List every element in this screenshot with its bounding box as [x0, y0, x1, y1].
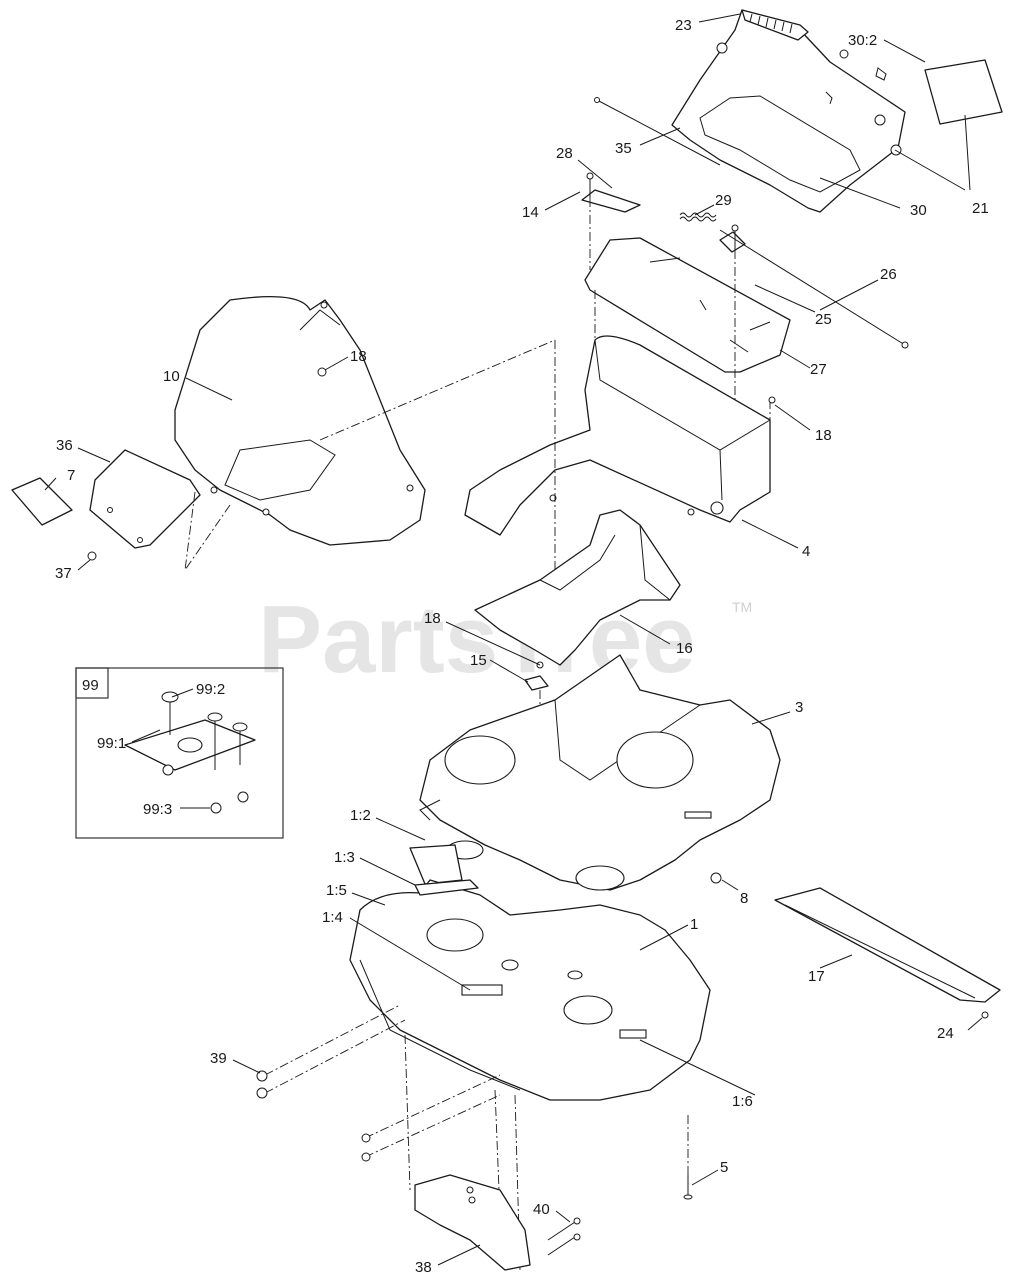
callout-3: 3 — [795, 699, 803, 716]
part-rail-17 — [774, 887, 1001, 1003]
callout-17: 17 — [808, 968, 825, 985]
callout-36: 36 — [56, 437, 73, 454]
callout-18-top: 18 — [350, 348, 367, 365]
part-deflector-1-2 — [409, 844, 463, 885]
callout-24: 24 — [937, 1025, 954, 1042]
watermark-trademark: TM — [732, 599, 752, 615]
part-spring-29 — [679, 212, 717, 222]
part-bracket-38 — [414, 1174, 531, 1271]
part-nut-8 — [710, 872, 722, 884]
part-screw-18-right — [768, 396, 776, 404]
callout-28: 28 — [556, 145, 573, 162]
part-rod-26 — [719, 229, 909, 349]
callout-10: 10 — [163, 368, 180, 385]
callout-1: 1 — [690, 916, 698, 933]
callout-8: 8 — [740, 890, 748, 907]
callout-1-4: 1:4 — [322, 909, 343, 926]
callout-1-6: 1:6 — [732, 1093, 753, 1110]
part-screw-37 — [87, 551, 97, 561]
callout-27: 27 — [810, 361, 827, 378]
part-bolt-40 — [547, 1217, 581, 1256]
part-plate-27 — [584, 237, 791, 373]
part-bolt-5 — [683, 1175, 693, 1200]
part-bracket-14 — [581, 172, 746, 253]
part-screw-18-top — [317, 367, 327, 377]
callout-5: 5 — [720, 1159, 728, 1176]
callout-16: 16 — [676, 640, 693, 657]
part-panel-36 — [89, 449, 201, 549]
part-frame-3 — [419, 654, 781, 891]
part-control-tower-4 — [464, 335, 771, 536]
part-bolt-39 — [256, 1070, 371, 1162]
part-screw-24 — [981, 1011, 989, 1019]
part-deck-1 — [349, 879, 711, 1101]
callout-21: 21 — [972, 200, 989, 217]
callout-29: 29 — [715, 192, 732, 209]
callout-40: 40 — [533, 1201, 550, 1218]
callout-30: 30 — [910, 202, 927, 219]
callout-30-2: 30:2 — [848, 32, 877, 49]
callout-26: 26 — [880, 266, 897, 283]
callout-39: 39 — [210, 1050, 227, 1067]
callout-18-right: 18 — [815, 427, 832, 444]
part-clip-15 — [524, 675, 549, 691]
callout-1-3: 1:3 — [334, 849, 355, 866]
callout-25: 25 — [815, 311, 832, 328]
inset-label-99: 99 — [82, 677, 99, 694]
inset-callout-99-1: 99:1 — [97, 735, 126, 752]
inset-callout-99-3: 99:3 — [143, 801, 172, 818]
callout-38: 38 — [415, 1259, 432, 1276]
callout-4: 4 — [802, 543, 810, 560]
part-console-cover — [671, 9, 906, 213]
part-decal-7 — [11, 477, 73, 526]
callout-14: 14 — [522, 204, 539, 221]
callout-23: 23 — [675, 17, 692, 34]
callout-labels: 23 30:2 35 28 14 29 30 21 26 25 27 18 10… — [55, 17, 989, 1276]
part-rod-35 — [594, 97, 721, 166]
part-seat-pan-10 — [174, 296, 426, 546]
inset-callout-99-2: 99:2 — [196, 681, 225, 698]
callout-7: 7 — [67, 467, 75, 484]
part-decal-30-2 — [924, 59, 1003, 125]
leader-lines — [44, 13, 983, 1266]
callout-35: 35 — [615, 140, 632, 157]
part-support-16 — [474, 509, 681, 666]
callout-37: 37 — [55, 565, 72, 582]
inset-box-99 — [75, 667, 284, 839]
callout-18-mid: 18 — [424, 610, 441, 627]
callout-1-5: 1:5 — [326, 882, 347, 899]
callout-1-2: 1:2 — [350, 807, 371, 824]
callout-15: 15 — [470, 652, 487, 669]
